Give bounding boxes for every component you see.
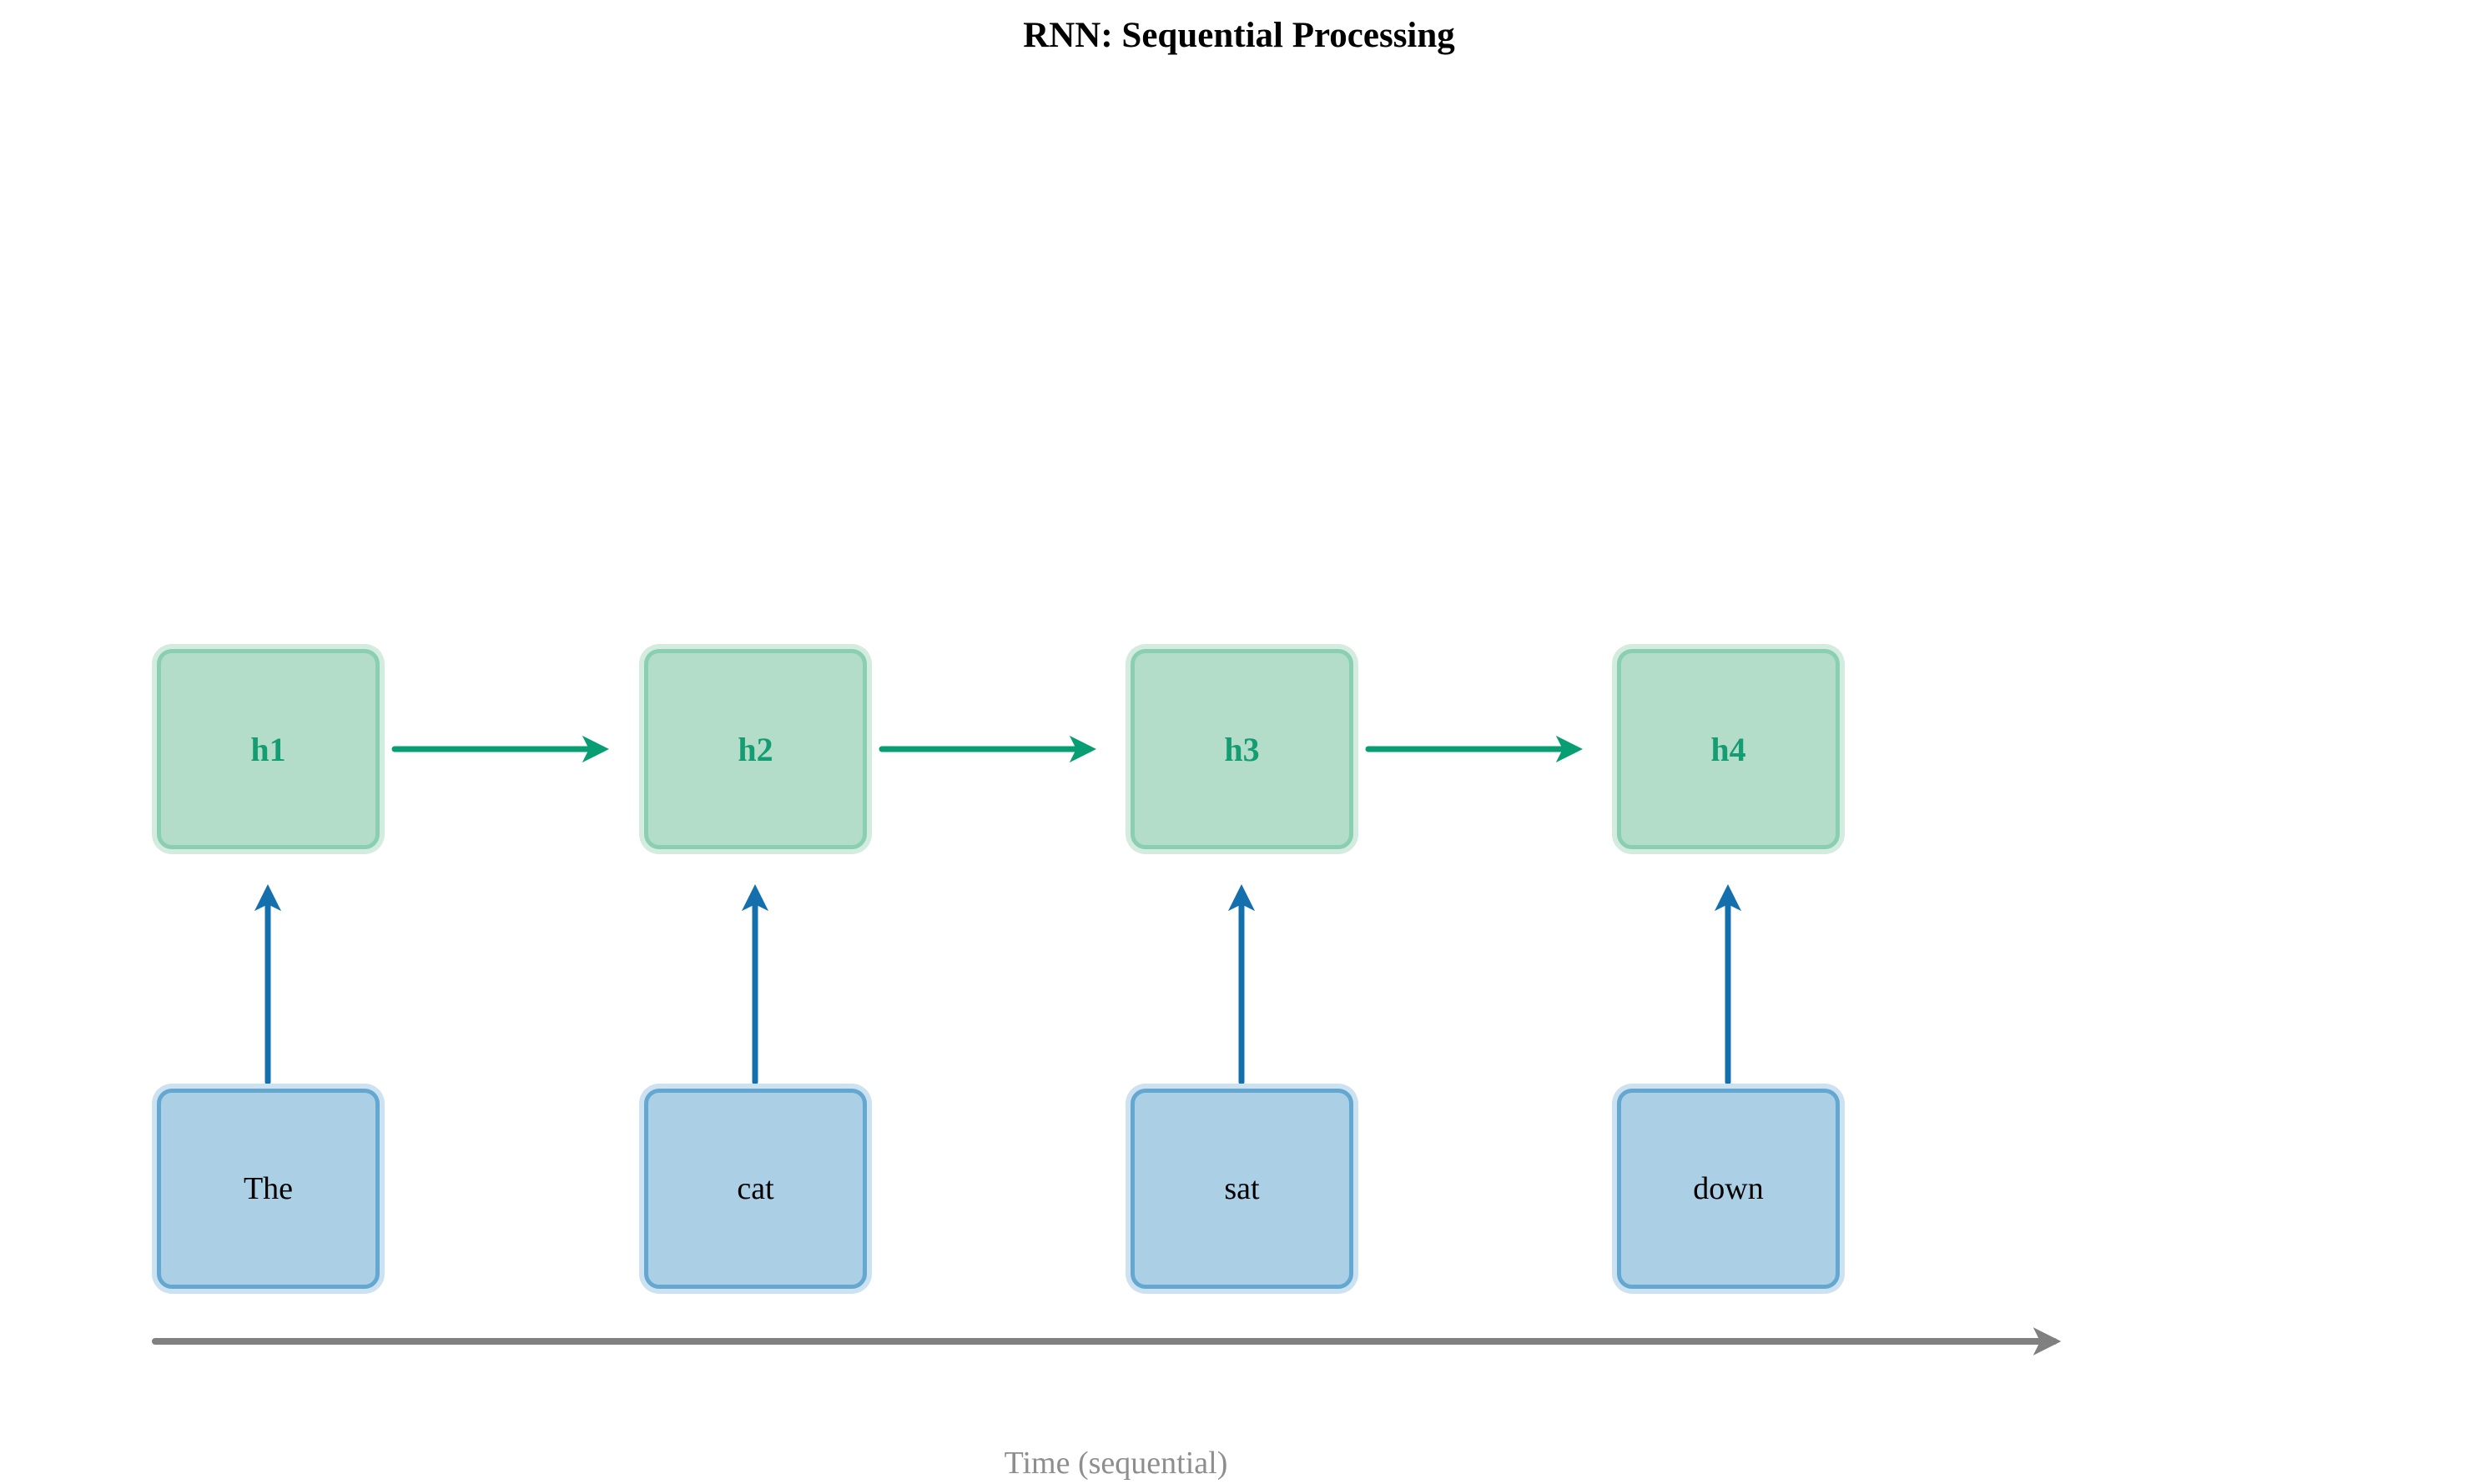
hidden-unit-label: h2 [738,730,773,768]
input-token-label: cat [737,1171,774,1206]
hidden-unit-h4: h4 [1617,649,1840,849]
input-token-label: down [1693,1171,1764,1206]
input-token-down: down [1617,1089,1840,1289]
input-token-cat: cat [644,1089,867,1289]
input-token-sat: sat [1131,1089,1353,1289]
hidden-unit-h1: h1 [157,649,380,849]
input-token-the: The [157,1089,380,1289]
hidden-unit-label: h1 [250,730,286,768]
hidden-unit-h2: h2 [644,649,867,849]
diagram-title: RNN: Sequential Processing [1023,16,1455,55]
hidden-unit-label: h3 [1224,730,1260,768]
input-token-label: sat [1224,1171,1260,1206]
time-axis-label: Time (sequential) [1004,1446,1228,1481]
hidden-unit-h3: h3 [1131,649,1353,849]
hidden-unit-label: h4 [1710,730,1746,768]
input-token-label: The [243,1171,294,1206]
